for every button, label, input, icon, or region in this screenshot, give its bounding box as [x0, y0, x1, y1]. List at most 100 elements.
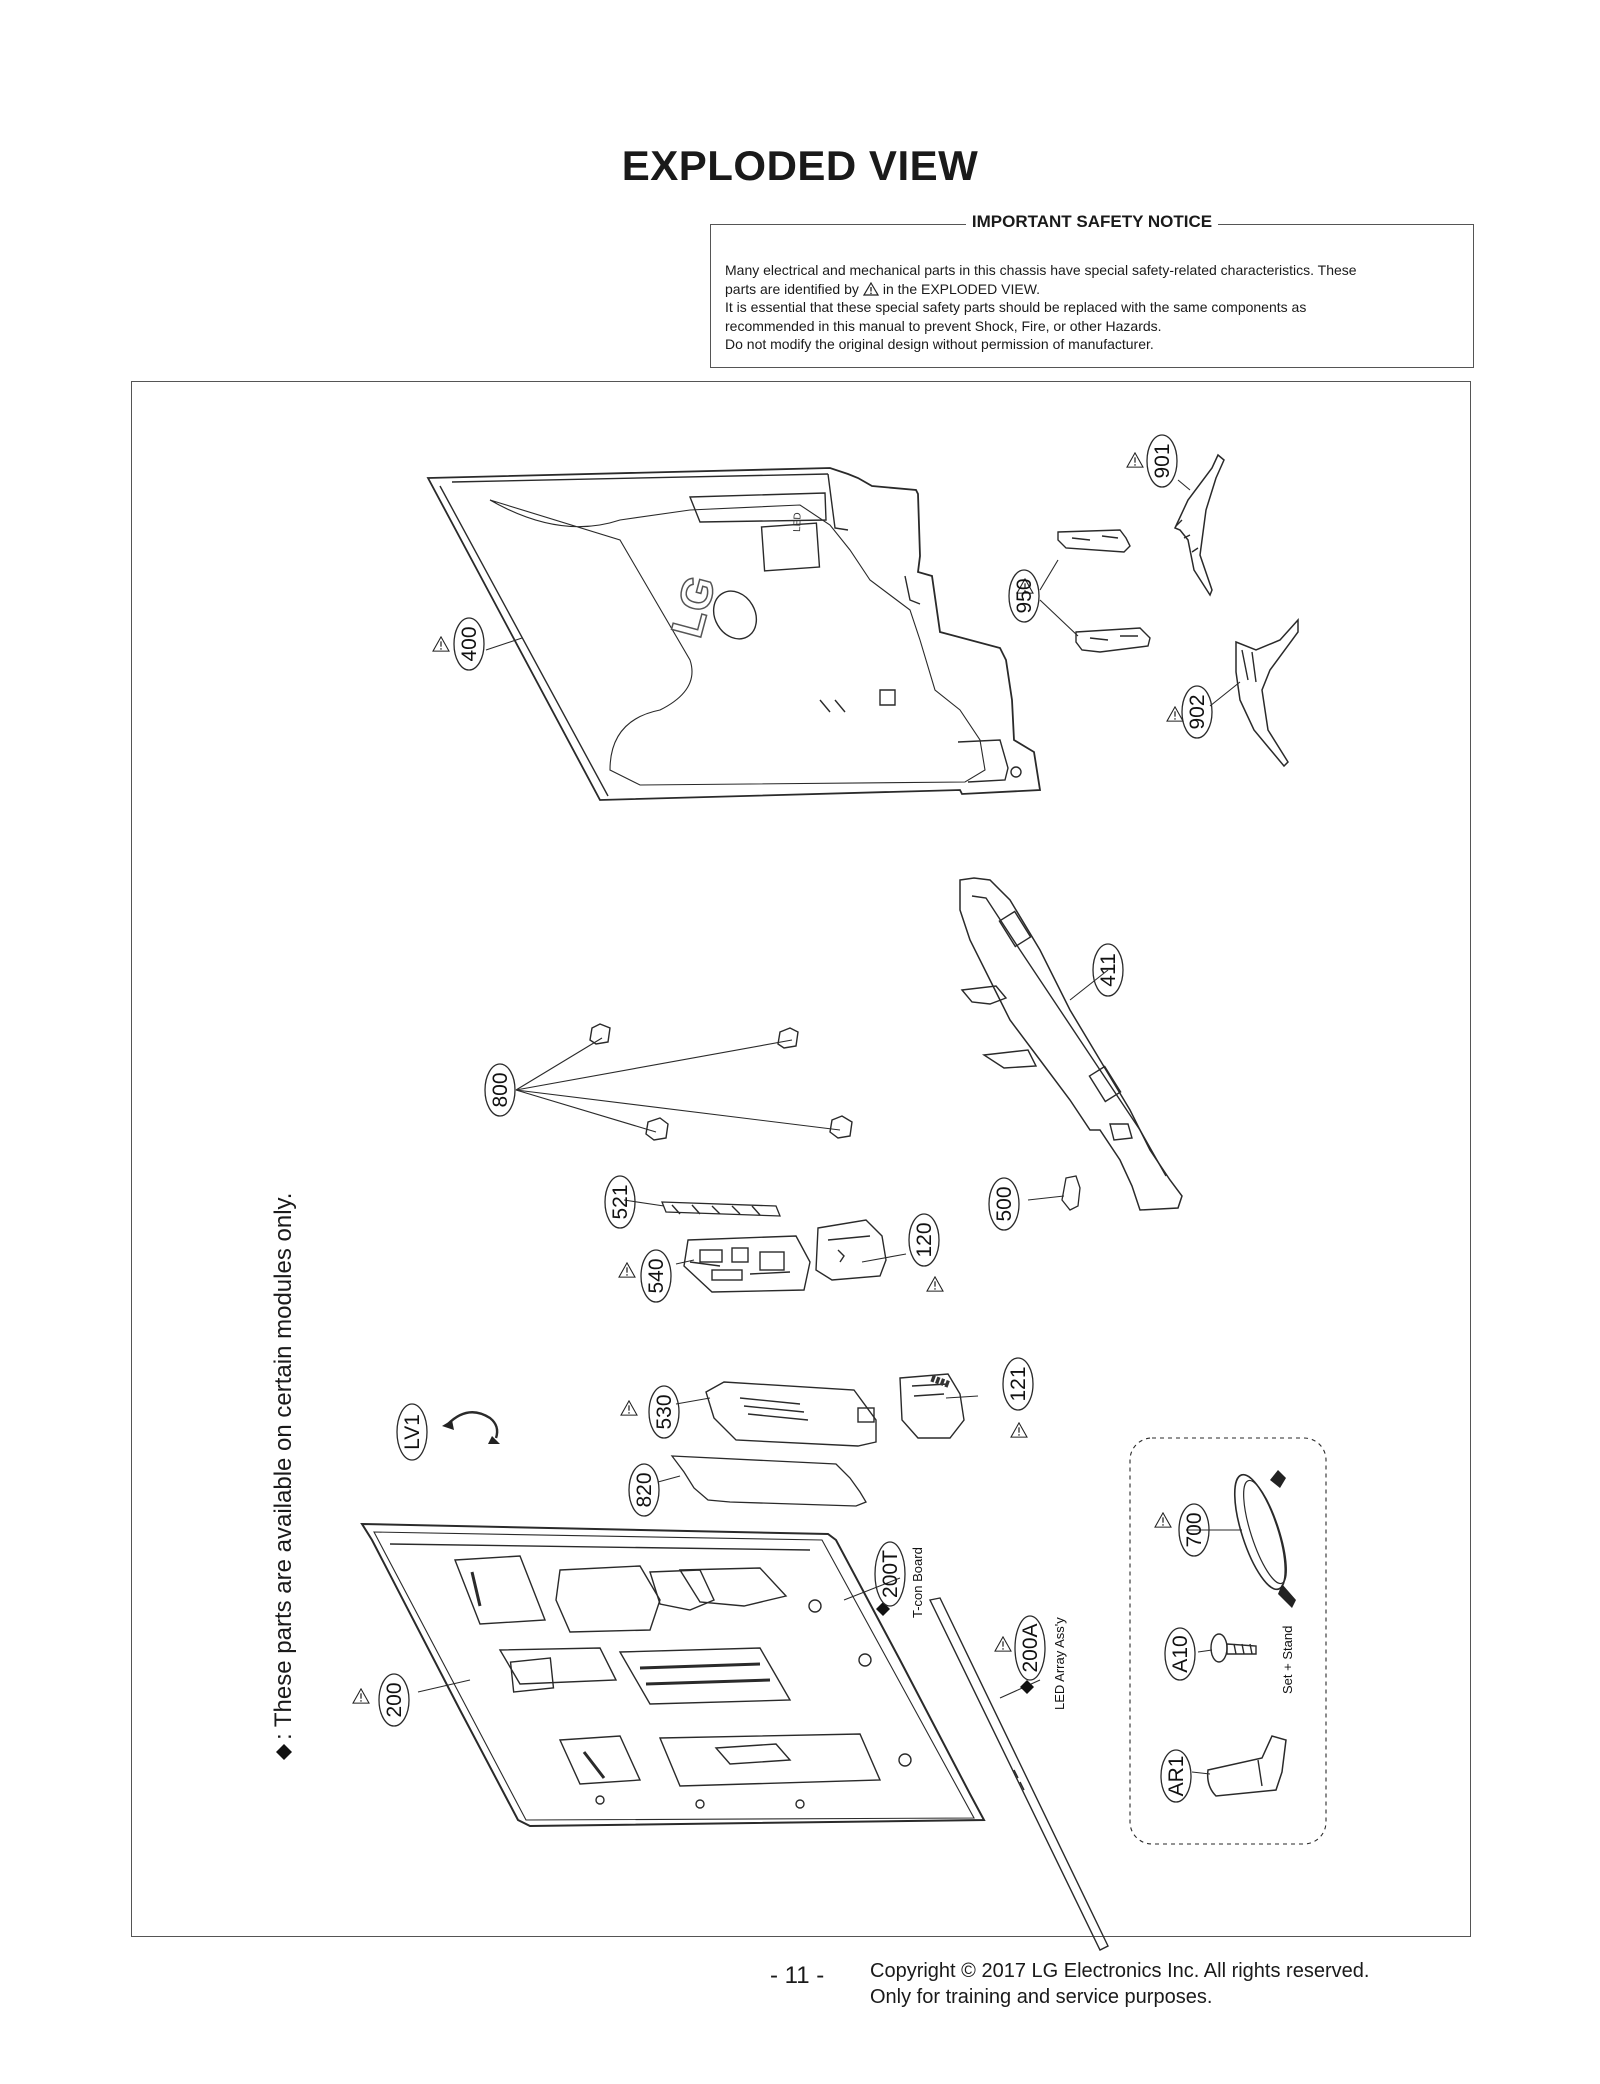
stand-bracket-950: [1057, 529, 1151, 653]
notice-line-3: It is essential that these special safet…: [725, 299, 1307, 315]
warning-icon-200: [352, 1688, 370, 1704]
power-board-120: [815, 1219, 887, 1281]
footer-copyright: Copyright © 2017 LG Electronics Inc. All…: [870, 1958, 1369, 2010]
callout-lv1: LV1: [396, 1403, 428, 1461]
callout-121: 121: [1002, 1357, 1034, 1411]
warning-triangle-icon: [862, 281, 879, 296]
diamond-icon-note: [276, 1744, 292, 1760]
callout-411: 411: [1092, 943, 1124, 997]
callout-521: 521: [604, 1175, 636, 1229]
caption-tcon-board: T-con Board: [910, 1547, 925, 1618]
warning-icon-200a: [994, 1636, 1012, 1652]
callout-902: 902: [1181, 685, 1213, 739]
safety-notice-heading: IMPORTANT SAFETY NOTICE: [965, 212, 1219, 231]
power-cord-700: [1233, 1470, 1296, 1608]
callout-700: 700: [1178, 1503, 1210, 1557]
insulator-sheet-820: [670, 1455, 867, 1507]
callout-200: 200: [378, 1673, 410, 1727]
safety-notice-box: IMPORTANT SAFETY NOTICE Many electrical …: [710, 212, 1474, 368]
warning-icon-700: [1154, 1512, 1172, 1528]
caption-set-stand: Set + Stand: [1280, 1626, 1295, 1694]
copyright-line: Copyright © 2017 LG Electronics Inc. All…: [870, 1960, 1370, 1982]
diamond-icon-200a: [1020, 1680, 1034, 1694]
module-diamond-icons: [276, 1602, 1034, 1760]
callout-200t-label: 200T: [879, 1550, 902, 1598]
callout-121-label: 121: [1007, 1366, 1030, 1401]
screw-a10: [1210, 1633, 1257, 1663]
callout-200t: 200T: [874, 1541, 906, 1607]
warning-icon-901: [1126, 452, 1144, 468]
callout-800-label: 800: [489, 1072, 512, 1107]
safety-notice-body: Many electrical and mechanical parts in …: [725, 261, 1459, 354]
warning-icon-540: [618, 1262, 636, 1278]
callout-400-label: 400: [458, 626, 481, 661]
part-callouts: 400 901 950 902 411 800 521 500 120 540 …: [378, 434, 1213, 1803]
accessory-box: [1129, 1437, 1327, 1845]
back-cover-400: LED LG: [426, 467, 1042, 801]
diamond-icon-200t: [876, 1602, 890, 1616]
led-array-strip: [928, 1597, 1109, 1951]
stand-leg-902: [1235, 618, 1299, 768]
lcd-module-200: [360, 1522, 986, 1828]
part-500: [1061, 1175, 1081, 1211]
page-title: EXPLODED VIEW: [621, 142, 979, 189]
svg-text:LG: LG: [662, 571, 725, 643]
diagram-frame: [131, 381, 1471, 1937]
callout-820-label: 820: [633, 1472, 656, 1507]
callout-800: 800: [484, 1063, 516, 1117]
callout-500-label: 500: [993, 1186, 1016, 1221]
notice-line-2a: parts are identified by: [725, 280, 859, 297]
clips-800: [589, 1023, 853, 1141]
callout-200-label: 200: [383, 1682, 406, 1717]
callout-700-label: 700: [1183, 1512, 1206, 1547]
callout-540-label: 540: [645, 1258, 668, 1293]
callout-901: 901: [1146, 434, 1178, 488]
callout-820: 820: [628, 1463, 660, 1517]
callout-120-label: 120: [913, 1222, 936, 1257]
warning-icon-530: [620, 1400, 638, 1416]
training-line: Only for training and service purposes.: [870, 1986, 1213, 2008]
callout-411-label: 411: [1097, 953, 1120, 986]
callout-521-label: 521: [609, 1184, 632, 1219]
callout-902-label: 902: [1186, 694, 1209, 729]
callout-500: 500: [988, 1177, 1020, 1231]
callout-950-label: 950: [1013, 578, 1036, 613]
callout-530-label: 530: [653, 1394, 676, 1429]
callout-lv1-label: LV1: [401, 1414, 424, 1450]
warning-icon-121: [1010, 1422, 1028, 1438]
warning-icon-902: [1166, 706, 1184, 722]
callout-a10-label: A10: [1169, 1635, 1192, 1672]
caption-led-array: LED Array Ass'y: [1052, 1617, 1067, 1710]
power-module-121: ▮▮▮▮: [899, 1372, 965, 1439]
jack-strip-521: [661, 1201, 781, 1217]
callout-a10: A10: [1164, 1627, 1196, 1681]
remote-ar1: [1206, 1735, 1287, 1797]
callout-540: 540: [640, 1249, 672, 1303]
callout-901-label: 901: [1151, 443, 1174, 478]
notice-line-1: Many electrical and mechanical parts in …: [725, 262, 1357, 278]
callout-530: 530: [648, 1385, 680, 1439]
warning-icon-120: [926, 1276, 944, 1292]
callout-950: 950: [1008, 569, 1040, 623]
callout-ar1-label: AR1: [1165, 1756, 1188, 1797]
warning-icon-400: [432, 636, 450, 652]
notice-line-2b: in the EXPLODED VIEW.: [882, 280, 1041, 297]
bracket-411: [959, 877, 1183, 1211]
notice-line-5: Do not modify the original design withou…: [725, 336, 1154, 352]
callout-200a: 200A: [1014, 1615, 1046, 1681]
callout-ar1: AR1: [1160, 1749, 1192, 1803]
cable-lv1: [442, 1411, 500, 1444]
notice-line-2: parts are identified by in the EXPLODED V…: [725, 280, 1459, 299]
module-availability-note: : These parts are available on certain m…: [270, 1192, 297, 1740]
stand-leg-901: [1173, 453, 1225, 597]
notice-line-4: recommended in this manual to prevent Sh…: [725, 317, 1162, 334]
power-board-530: [705, 1381, 877, 1447]
main-board-540: [683, 1235, 811, 1293]
callout-200a-label: 200A: [1019, 1623, 1042, 1672]
callout-120: 120: [908, 1213, 940, 1267]
svg-text:LED: LED: [792, 512, 804, 532]
callout-400: 400: [453, 617, 485, 671]
page-number: - 11 -: [770, 1962, 825, 1989]
leader-lines: [417, 479, 1242, 1775]
